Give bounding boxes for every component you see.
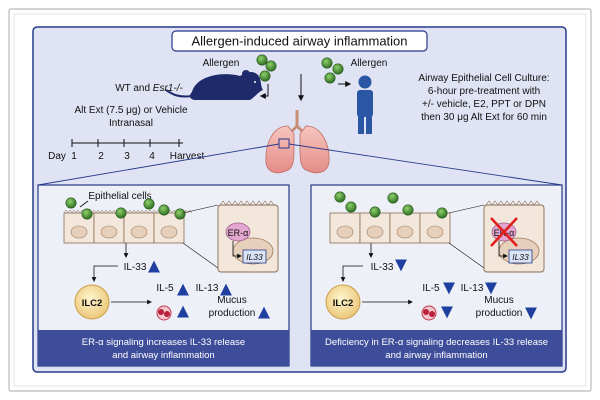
timeline-tick-4: 4 bbox=[149, 151, 155, 162]
left-mucus-line-1: Mucus bbox=[217, 295, 246, 306]
culture-line-2: 6-hour pre-treatment with bbox=[428, 86, 540, 97]
left-footer-line-2: and airway inflammation bbox=[112, 350, 214, 361]
timeline-tick-3: 3 bbox=[124, 151, 130, 162]
right-ilc2-label: ILC2 bbox=[333, 298, 354, 309]
treatment-line-2: Intranasal bbox=[109, 118, 153, 129]
timeline bbox=[71, 139, 183, 147]
timeline-tick-2: 2 bbox=[98, 151, 104, 162]
left-mucus-line-2: production bbox=[209, 308, 256, 319]
left-footer-line-1: ER-α signaling increases IL-33 release bbox=[82, 337, 245, 348]
left-epithelial-cells bbox=[63, 209, 193, 244]
left-epithelial-pointer bbox=[79, 200, 89, 208]
right-mucus-line-1: Mucus bbox=[484, 295, 513, 306]
culture-line-4: then 30 μg Alt Ext for 60 min bbox=[421, 112, 547, 123]
left-footer-bar bbox=[38, 330, 289, 366]
zoom-line-right bbox=[288, 143, 563, 186]
right-il33-label: IL-33 bbox=[371, 262, 394, 273]
right-il13-label: IL-13 bbox=[461, 283, 484, 294]
mouse-strain-label: WT and Esr1-/- bbox=[115, 83, 183, 94]
left-il5-label: IL-5 bbox=[156, 283, 174, 294]
right-ilc2-cell bbox=[325, 284, 361, 320]
left-er-alpha-label: ER-α bbox=[228, 228, 249, 238]
right-zoom-cell bbox=[448, 200, 545, 273]
right-footer-line-2: and airway inflammation bbox=[385, 350, 487, 361]
right-il5-label: IL-5 bbox=[422, 283, 440, 294]
left-epithelial-label: Epithelial cells bbox=[88, 191, 151, 202]
left-il13-label: IL-13 bbox=[196, 283, 219, 294]
mouse-exposure-arrow bbox=[259, 84, 269, 99]
right-epithelial-cells bbox=[329, 212, 451, 244]
human-icon bbox=[357, 75, 373, 134]
title-box bbox=[171, 30, 428, 52]
right-il33-to-ilc2-arrow bbox=[340, 265, 363, 282]
right-er-alpha-cross-icon bbox=[490, 217, 518, 247]
right-footer-bar bbox=[311, 330, 562, 366]
treatment-line-1: Alt Ext (7.5 μg) or Vehicle bbox=[74, 105, 187, 116]
right-footer-line-1: Deficiency in ER-α signaling decreases I… bbox=[325, 337, 548, 348]
mouse-allergen-label: Allergen bbox=[203, 58, 240, 69]
right-mucus-line-2: production bbox=[476, 308, 523, 319]
human-allergen-label: Allergen bbox=[351, 58, 388, 69]
left-ilc2-label: ILC2 bbox=[82, 298, 103, 309]
right-il33-gene-label: IL33 bbox=[512, 252, 529, 262]
left-ilc2-cell bbox=[74, 284, 110, 320]
timeline-day-label: Day bbox=[48, 151, 66, 162]
culture-line-3: +/- vehicle, E2, PPT or DPN bbox=[422, 99, 546, 110]
diagram-title: Allergen-induced airway inflammation bbox=[191, 34, 407, 49]
mouse-icon bbox=[165, 70, 263, 100]
left-il33-label: IL-33 bbox=[124, 262, 147, 273]
left-il33-to-ilc2-arrow bbox=[91, 265, 118, 282]
timeline-tick-1: 1 bbox=[71, 151, 77, 162]
zoom-line-left bbox=[37, 143, 280, 186]
left-il33-gene-label: IL33 bbox=[246, 252, 263, 262]
culture-line-1: Airway Epithelial Cell Culture: bbox=[418, 73, 549, 84]
right-eosinophil-icon bbox=[421, 305, 437, 321]
lungs-icon bbox=[265, 110, 330, 174]
left-zoom-cell bbox=[182, 200, 279, 273]
left-eosinophil-icon bbox=[156, 305, 172, 321]
timeline-tick-harvest: Harvest bbox=[170, 151, 205, 162]
